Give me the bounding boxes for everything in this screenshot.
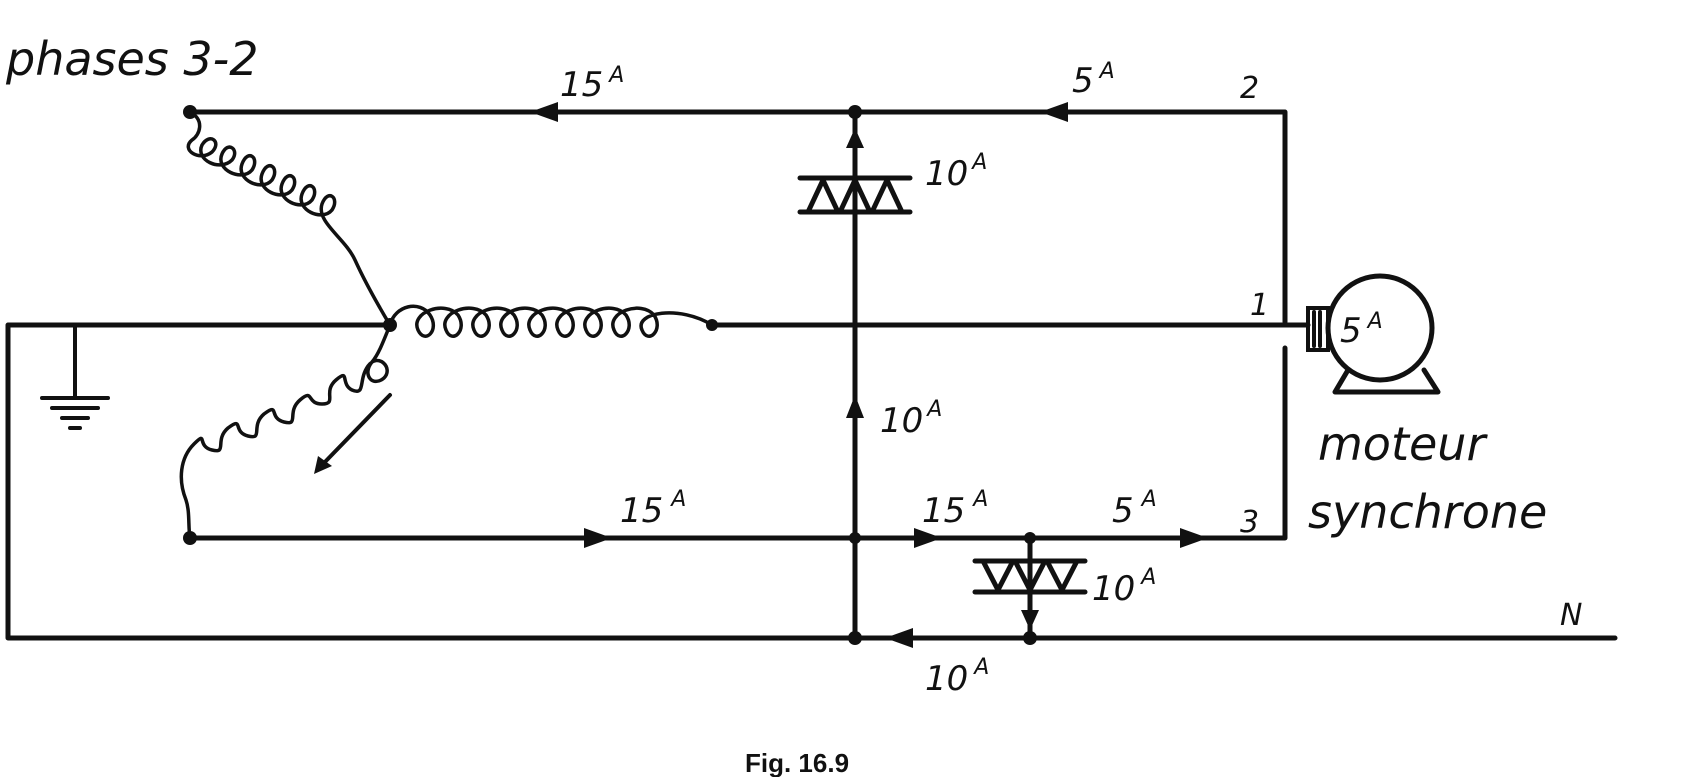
label-phase-1: 1 [1250,288,1269,323]
top-left-arrow [530,102,558,122]
label-phase-2: 2 [1240,71,1259,106]
node-scr-top [1024,532,1036,544]
bottom-mid-arrow [914,528,942,548]
node-top-junction [848,105,862,119]
mid-vertical-arrow [846,395,864,418]
node-neutral-scr [1023,631,1037,645]
top-right-arrow [1040,102,1068,122]
neutral-return-arrow [885,628,913,648]
phase-2-wire [187,109,1288,325]
ground-icon [40,323,110,430]
figure-caption: Fig. 16.9 [745,748,849,777]
node-bottom-junction [849,532,861,544]
lower-scr-arrowhead [1021,610,1039,630]
diagram-title: phases 3-2 [5,32,259,86]
upper-thyristor-icon [797,175,913,215]
coil-phase-3 [179,324,392,539]
bottom-right-arrow [1180,528,1208,548]
coil-direction-arrow [320,393,392,467]
coil-phase-2 [186,110,392,326]
synchronous-motor-icon [1306,273,1441,395]
label-phase-3: 3 [1240,505,1259,540]
coil-direction-arrowhead [314,456,332,474]
lower-thyristor-icon [972,558,1088,595]
node-neutral-junction [848,631,862,645]
bottom-left-arrow [584,528,612,548]
motor-label-line-1: moteur [1318,417,1488,471]
coil-phase-1 [388,304,713,338]
phase-3-wire [187,345,1288,541]
motor-label-line-2: synchrone [1308,485,1547,539]
neutral-wire [5,322,1618,641]
label-neutral: N [1560,598,1582,633]
upper-scr-arrowhead [846,128,864,148]
